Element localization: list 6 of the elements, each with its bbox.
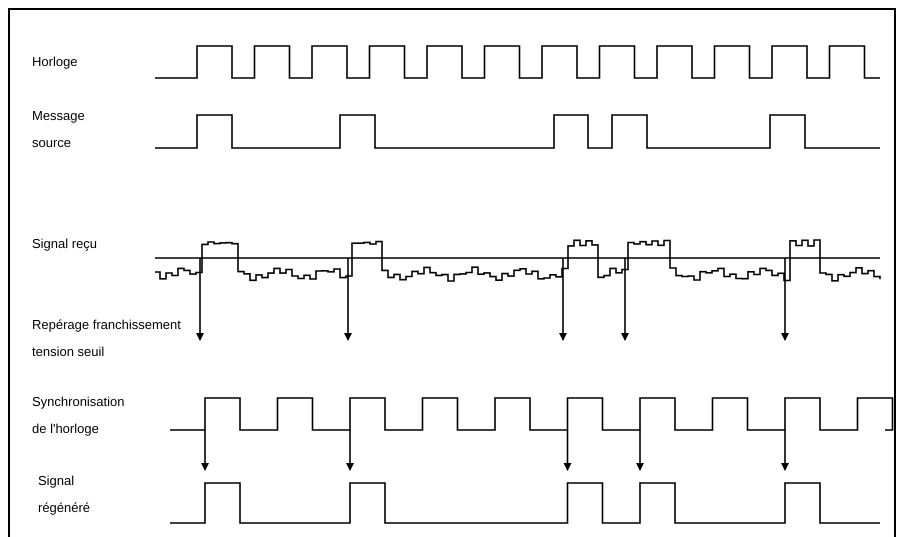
signal-name: Message source bbox=[32, 107, 86, 152]
signal-name: Repérage franchissement tension seuil bbox=[32, 316, 182, 361]
signal-name: Signal reçu bbox=[32, 235, 98, 253]
signal-name: Synchronisation de l'horloge bbox=[32, 393, 126, 438]
signal-name: Horloge bbox=[32, 53, 79, 71]
signal-name: Signal régénéré bbox=[38, 472, 92, 517]
